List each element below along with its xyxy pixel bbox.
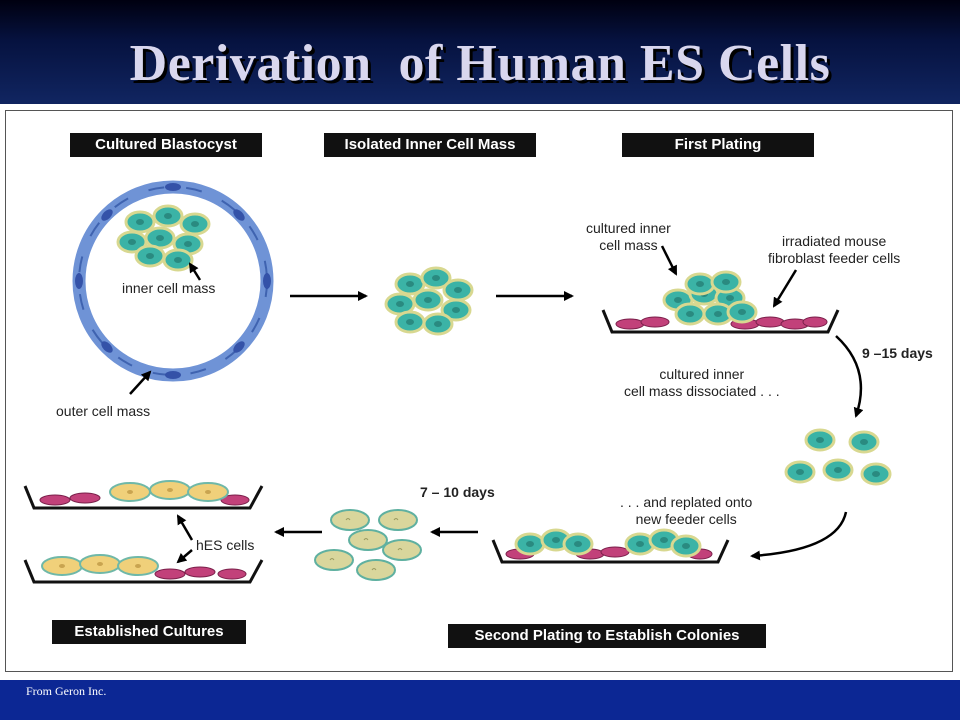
slide-title: Derivation of Human ES Cells bbox=[129, 35, 831, 92]
note-replated: . . . and replated onto new feeder cells bbox=[620, 494, 753, 527]
note-hes-cells: hES cells bbox=[196, 537, 255, 553]
note-7-10-days: 7 – 10 days bbox=[420, 484, 495, 500]
pointer-inner-cell-mass bbox=[188, 262, 202, 281]
blastocyst-inner-cell-mass bbox=[116, 204, 211, 272]
pointer-hes-top bbox=[176, 514, 194, 541]
arrow-9-15-days bbox=[835, 335, 864, 418]
arrow-replated bbox=[750, 511, 848, 561]
source-credit: From Geron Inc. bbox=[26, 684, 107, 698]
loose-hes-cells bbox=[314, 509, 422, 581]
pointer-outer-cell-mass bbox=[129, 370, 152, 395]
established-dish-top bbox=[23, 480, 264, 510]
diagram-frame bbox=[5, 110, 953, 672]
footer-bar bbox=[0, 680, 960, 720]
dissociated-cells bbox=[784, 428, 892, 486]
label-established-cultures: Established Cultures bbox=[52, 620, 246, 644]
note-dissociated: cultured inner cell mass dissociated . .… bbox=[624, 366, 780, 399]
derivation-diagram bbox=[23, 180, 892, 584]
pointer-feeder-cells bbox=[772, 269, 798, 308]
note-outer-cell-mass: outer cell mass bbox=[56, 403, 151, 419]
note-inner-cell-mass: inner cell mass bbox=[122, 280, 216, 296]
diagram-panel bbox=[0, 104, 960, 680]
label-second-plating: Second Plating to Establish Colonies bbox=[448, 624, 766, 648]
established-dish-bottom bbox=[23, 554, 264, 584]
label-isolated-inner-cell-mass: Isolated Inner Cell Mass bbox=[324, 133, 536, 157]
isolated-inner-cell-mass bbox=[384, 266, 474, 336]
pointer-hes-bottom bbox=[176, 549, 193, 564]
first-plating-dish bbox=[601, 270, 840, 334]
label-first-plating: First Plating bbox=[622, 133, 814, 157]
note-9-15-days: 9 –15 days bbox=[862, 345, 933, 361]
note-cultured-icm: cultured inner cell mass bbox=[586, 220, 671, 253]
pointer-cultured-icm bbox=[660, 245, 678, 276]
blastocyst bbox=[72, 180, 274, 382]
label-cultured-blastocyst: Cultured Blastocyst bbox=[70, 133, 262, 157]
second-plating-dish bbox=[491, 528, 730, 564]
note-feeder-cells: irradiated mouse fibroblast feeder cells bbox=[768, 233, 901, 266]
